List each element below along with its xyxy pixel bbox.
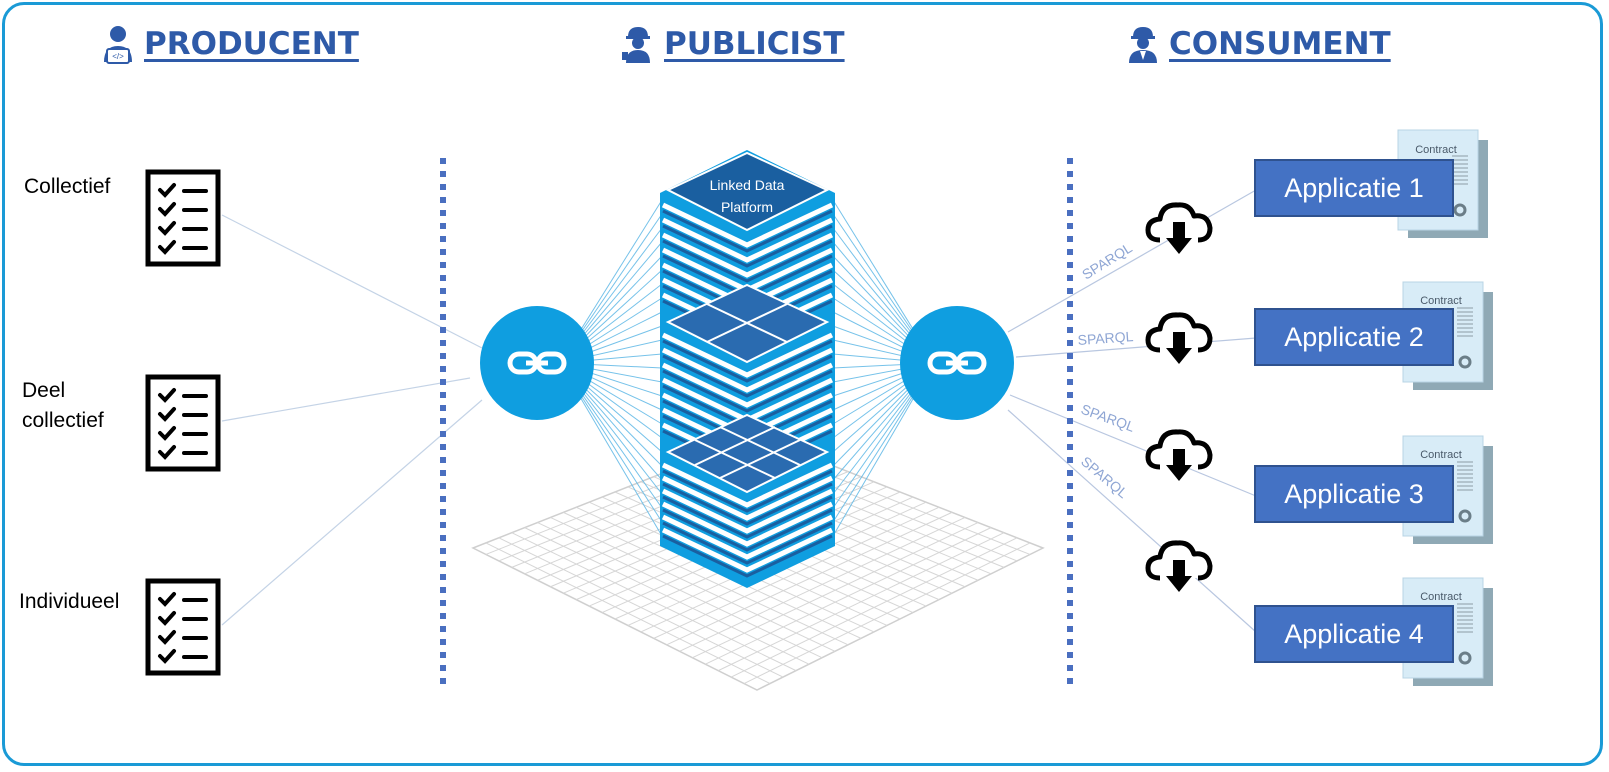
hub-left xyxy=(480,306,594,420)
consument-title: CONSUMENT xyxy=(1169,26,1391,62)
linked-data-platform-tower: Linked Data Platform xyxy=(660,150,835,588)
checklist-icon xyxy=(148,581,218,673)
platform-title-line1: Linked Data xyxy=(710,177,785,193)
producer-lines xyxy=(221,214,483,626)
sparql-label: SPARQL xyxy=(1078,453,1131,501)
platform-title-line2: Platform xyxy=(721,199,773,215)
application-1: Applicatie 1 xyxy=(1254,159,1454,217)
publicist-title: PUBLICIST xyxy=(664,26,845,62)
sparql-label: SPARQL xyxy=(1079,239,1135,282)
consumer-lines xyxy=(1007,189,1257,633)
sparql-label: SPARQL xyxy=(1077,328,1134,348)
cloud-download-icon xyxy=(1148,543,1210,592)
sparql-label: SPARQL xyxy=(1079,401,1137,435)
label-collectief: Collectief xyxy=(24,175,111,198)
contract-label: Contract xyxy=(1420,295,1462,307)
svg-text:</>: </> xyxy=(112,52,124,61)
application-2: Applicatie 2 xyxy=(1254,308,1454,366)
engineer-icon xyxy=(1129,27,1157,63)
producent-title: PRODUCENT xyxy=(144,26,359,62)
contract-label: Contract xyxy=(1420,591,1462,603)
hub-right xyxy=(900,306,1014,420)
contract-document-3: Contract xyxy=(1401,434,1495,546)
engineer-plug-icon xyxy=(622,27,650,63)
publicist-heading: PUBLICIST xyxy=(620,20,845,68)
cloud-download-icon xyxy=(1148,315,1210,364)
consument-heading: CONSUMENT xyxy=(1125,20,1391,68)
link-icon xyxy=(927,351,987,375)
producent-heading: </> PRODUCENT xyxy=(100,20,359,68)
contract-document-4: Contract xyxy=(1401,576,1495,688)
application-3: Applicatie 3 xyxy=(1254,465,1454,523)
contract-document-2: Contract xyxy=(1401,280,1495,392)
application-4: Applicatie 4 xyxy=(1254,605,1454,663)
label-individueel: Individueel xyxy=(19,590,120,613)
contract-label: Contract xyxy=(1415,144,1457,156)
label-deel-collectief: Deel collectief xyxy=(22,379,104,432)
contract-document-1: Contract xyxy=(1396,128,1490,240)
checklist-icon xyxy=(148,377,218,469)
checklist-icon xyxy=(148,172,218,264)
developer-icon: </> xyxy=(104,26,132,64)
link-icon xyxy=(507,351,567,375)
contract-label: Contract xyxy=(1420,449,1462,461)
